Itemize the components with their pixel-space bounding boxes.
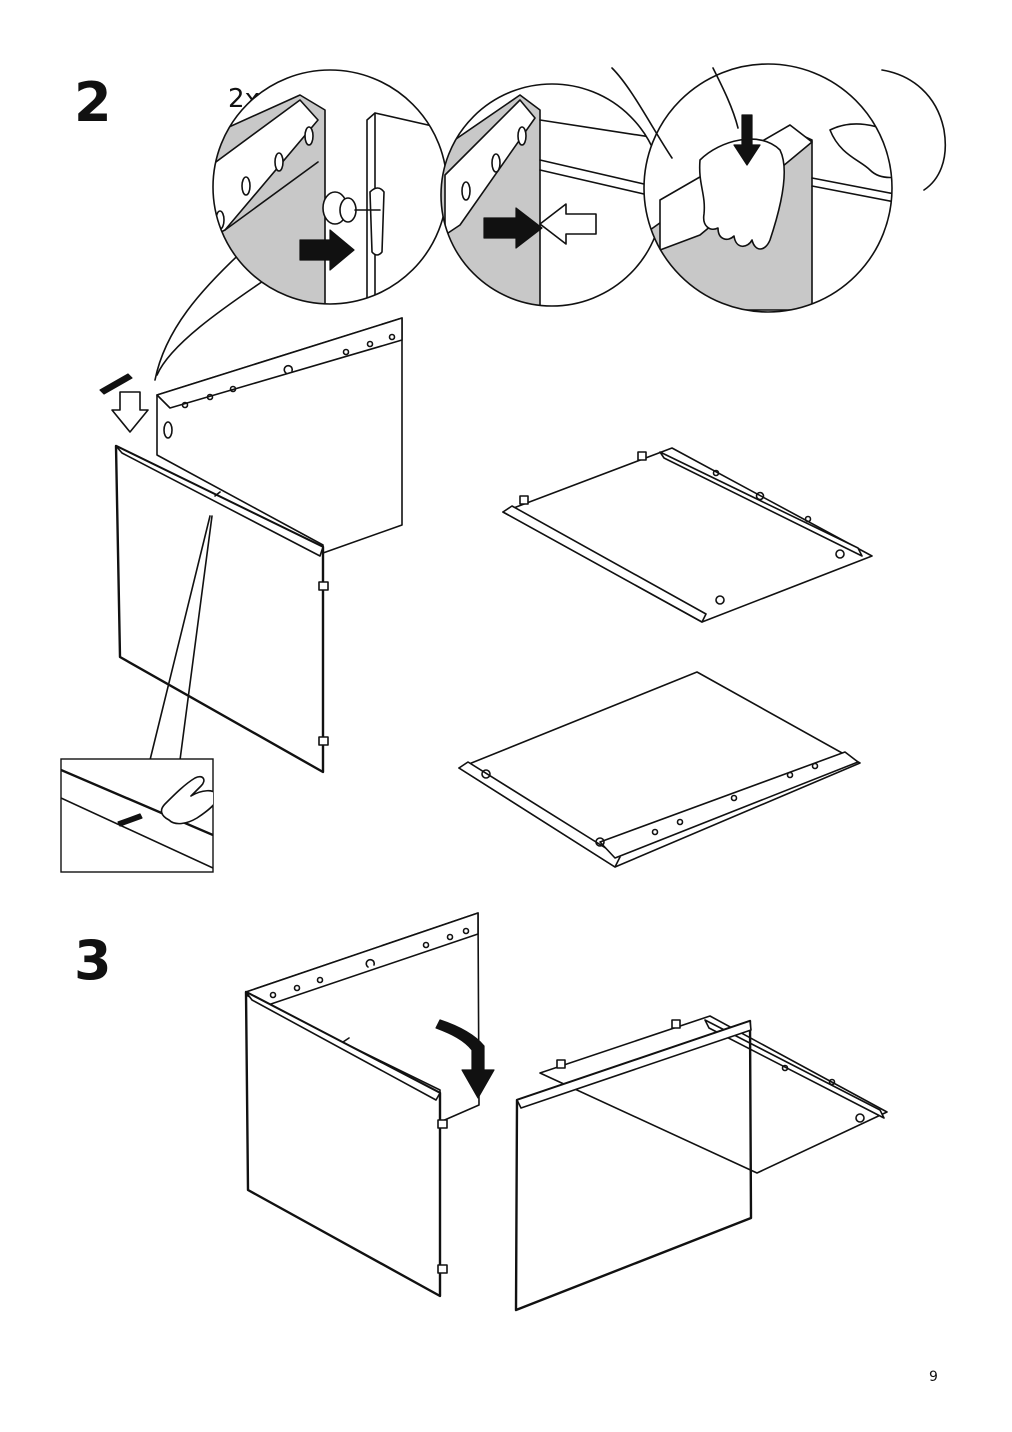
assembled-side-panel xyxy=(244,990,448,1298)
callout-tail xyxy=(154,245,249,381)
shelf-bottom xyxy=(458,671,861,868)
right-side-panel xyxy=(514,1019,753,1312)
arrow-slash xyxy=(99,373,133,395)
detail-circle-1 xyxy=(212,69,448,305)
detail-circle-2 xyxy=(440,83,664,307)
page-number: 9 xyxy=(929,1369,938,1385)
side-panel xyxy=(114,444,329,774)
back-panel xyxy=(156,317,403,554)
zoom-line-left xyxy=(149,515,211,761)
zoom-line-right xyxy=(179,515,213,761)
hand-arm-right xyxy=(881,69,947,191)
step-2-number: 2 xyxy=(74,71,112,134)
callout-tail-2 xyxy=(156,274,273,376)
hand-arm-mid xyxy=(712,67,739,129)
down-arrow-solid xyxy=(435,1019,495,1099)
shelf-top xyxy=(502,447,873,623)
step-3-number: 3 xyxy=(74,929,112,992)
assembled-back-panel xyxy=(245,912,480,1123)
down-arrow-outline xyxy=(111,391,149,433)
edge-mark-inset xyxy=(60,758,214,873)
detail-circle-3 xyxy=(643,63,893,313)
hand-arm-left xyxy=(611,67,673,159)
